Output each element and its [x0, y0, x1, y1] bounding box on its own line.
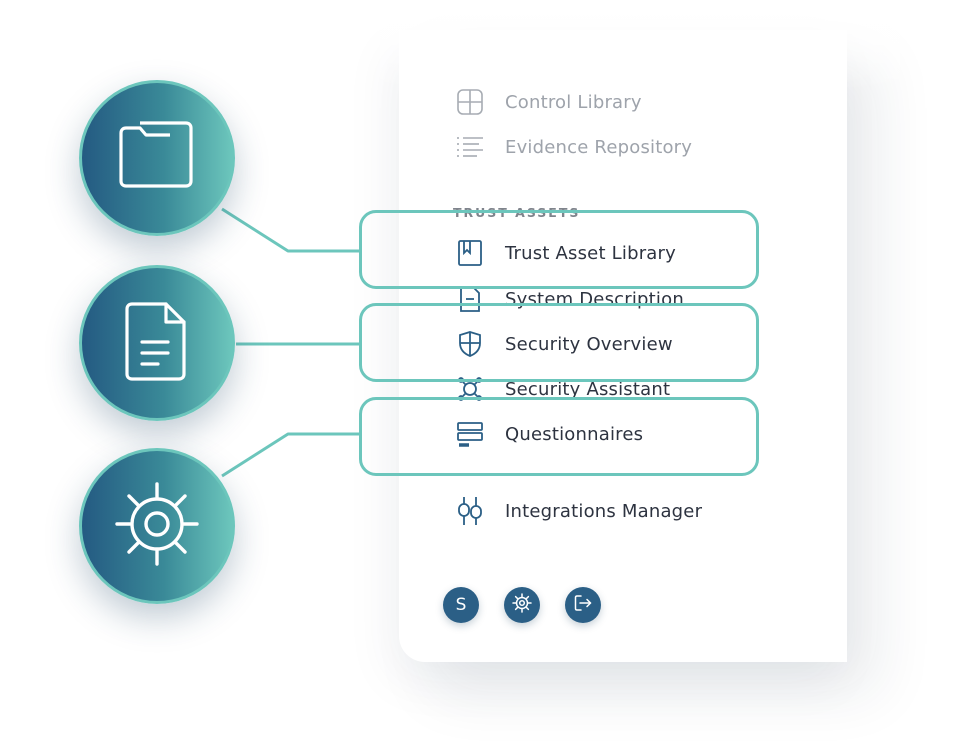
sidebar-item-label: Control Library	[505, 91, 642, 113]
plug-icon	[455, 496, 485, 526]
sidebar-item-trust-asset-library[interactable]: Trust Asset Library	[455, 238, 676, 268]
bookmark-icon	[455, 238, 485, 268]
sidebar-item-security-overview[interactable]: Security Overview	[455, 329, 673, 359]
form-icon	[455, 419, 485, 449]
callout-file	[79, 265, 235, 421]
gear-icon	[112, 479, 202, 573]
sidebar-item-label: Integrations Manager	[505, 500, 703, 522]
sidebar-item-label: Evidence Repository	[505, 136, 693, 158]
sidebar-item-evidence-repository[interactable]: Evidence Repository	[455, 132, 692, 162]
logout-icon	[573, 593, 593, 618]
sidebar-item-label: Security Assistant	[505, 378, 671, 400]
grid-icon	[455, 87, 485, 117]
sidebar-item-questionnaires[interactable]: Questionnaires	[455, 419, 643, 449]
folder-icon	[116, 121, 198, 195]
callout-folder	[79, 80, 235, 236]
settings-button[interactable]	[504, 587, 540, 623]
avatar-initial: S	[455, 595, 467, 615]
sidebar-item-control-library[interactable]: Control Library	[455, 87, 642, 117]
sidebar-item-label: Questionnaires	[505, 423, 644, 445]
file-icon	[122, 300, 192, 386]
sidebar-item-integrations-manager[interactable]: Integrations Manager	[455, 496, 702, 526]
sidebar-item-label: Trust Asset Library	[505, 242, 676, 264]
highlight-box-questionnaires	[359, 397, 759, 476]
list-icon	[455, 132, 485, 162]
shield-icon	[455, 329, 485, 359]
sidebar-item-label: Security Overview	[505, 333, 673, 355]
highlight-box-trust-asset-library	[359, 210, 759, 289]
avatar-button[interactable]: S	[443, 587, 479, 623]
sidebar-panel	[399, 30, 847, 662]
logout-button[interactable]	[565, 587, 601, 623]
gear-icon	[512, 592, 532, 618]
highlight-box-security-overview	[359, 303, 759, 382]
callout-gear	[79, 448, 235, 604]
